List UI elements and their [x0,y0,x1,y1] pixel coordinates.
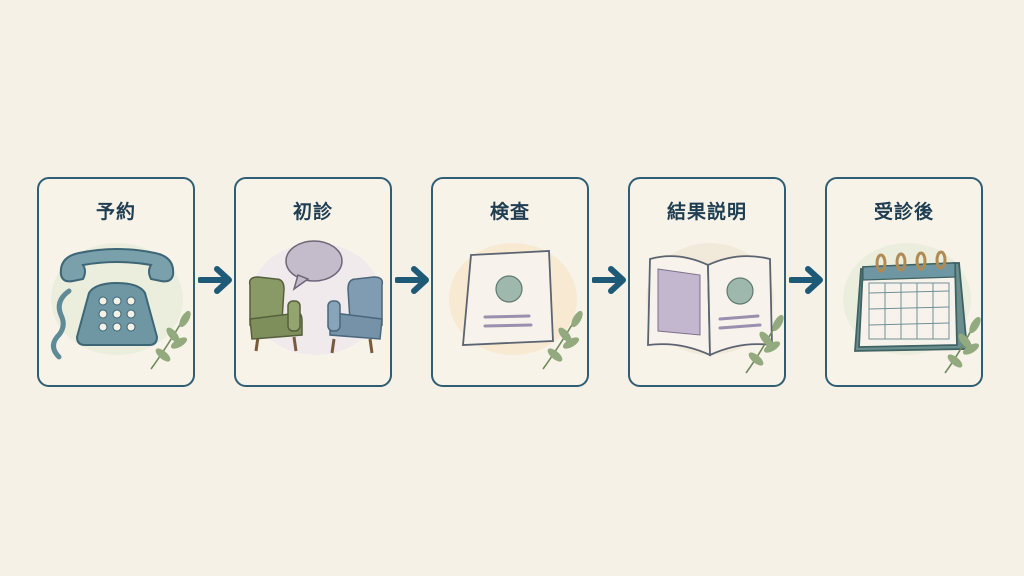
arrow-right-icon [395,266,429,294]
step-title-results-explanation: 結果説明 [666,201,747,223]
leaf-sprig-icon [542,310,583,370]
step-title-examination: 検査 [489,201,530,223]
step-title-reservation: 予約 [95,201,136,223]
calendar-icon [843,243,981,374]
test-document-icon [449,243,583,370]
armchair-right-icon [327,276,384,354]
step-card-after-visit: 受診後 [825,177,983,387]
armchair-left-icon [248,276,303,352]
leaf-sprig-icon [745,314,784,374]
leaf-sprig-icon [150,310,191,370]
arrow-right-icon [198,266,232,294]
step-title-after-visit: 受診後 [873,201,934,223]
step-title-first-visit: 初診 [292,201,333,223]
step-card-reservation: 予約 [37,177,195,387]
results-booklet-icon [646,243,784,374]
step-card-results-explanation: 結果説明 [628,177,786,387]
step-card-first-visit: 初診 [234,177,392,387]
arrow-right-icon [592,266,626,294]
telephone-icon [51,243,191,370]
consultation-chairs-icon [248,240,384,355]
leaf-sprig-icon [944,316,981,374]
step-card-examination: 検査 [431,177,589,387]
arrow-right-icon [789,266,823,294]
